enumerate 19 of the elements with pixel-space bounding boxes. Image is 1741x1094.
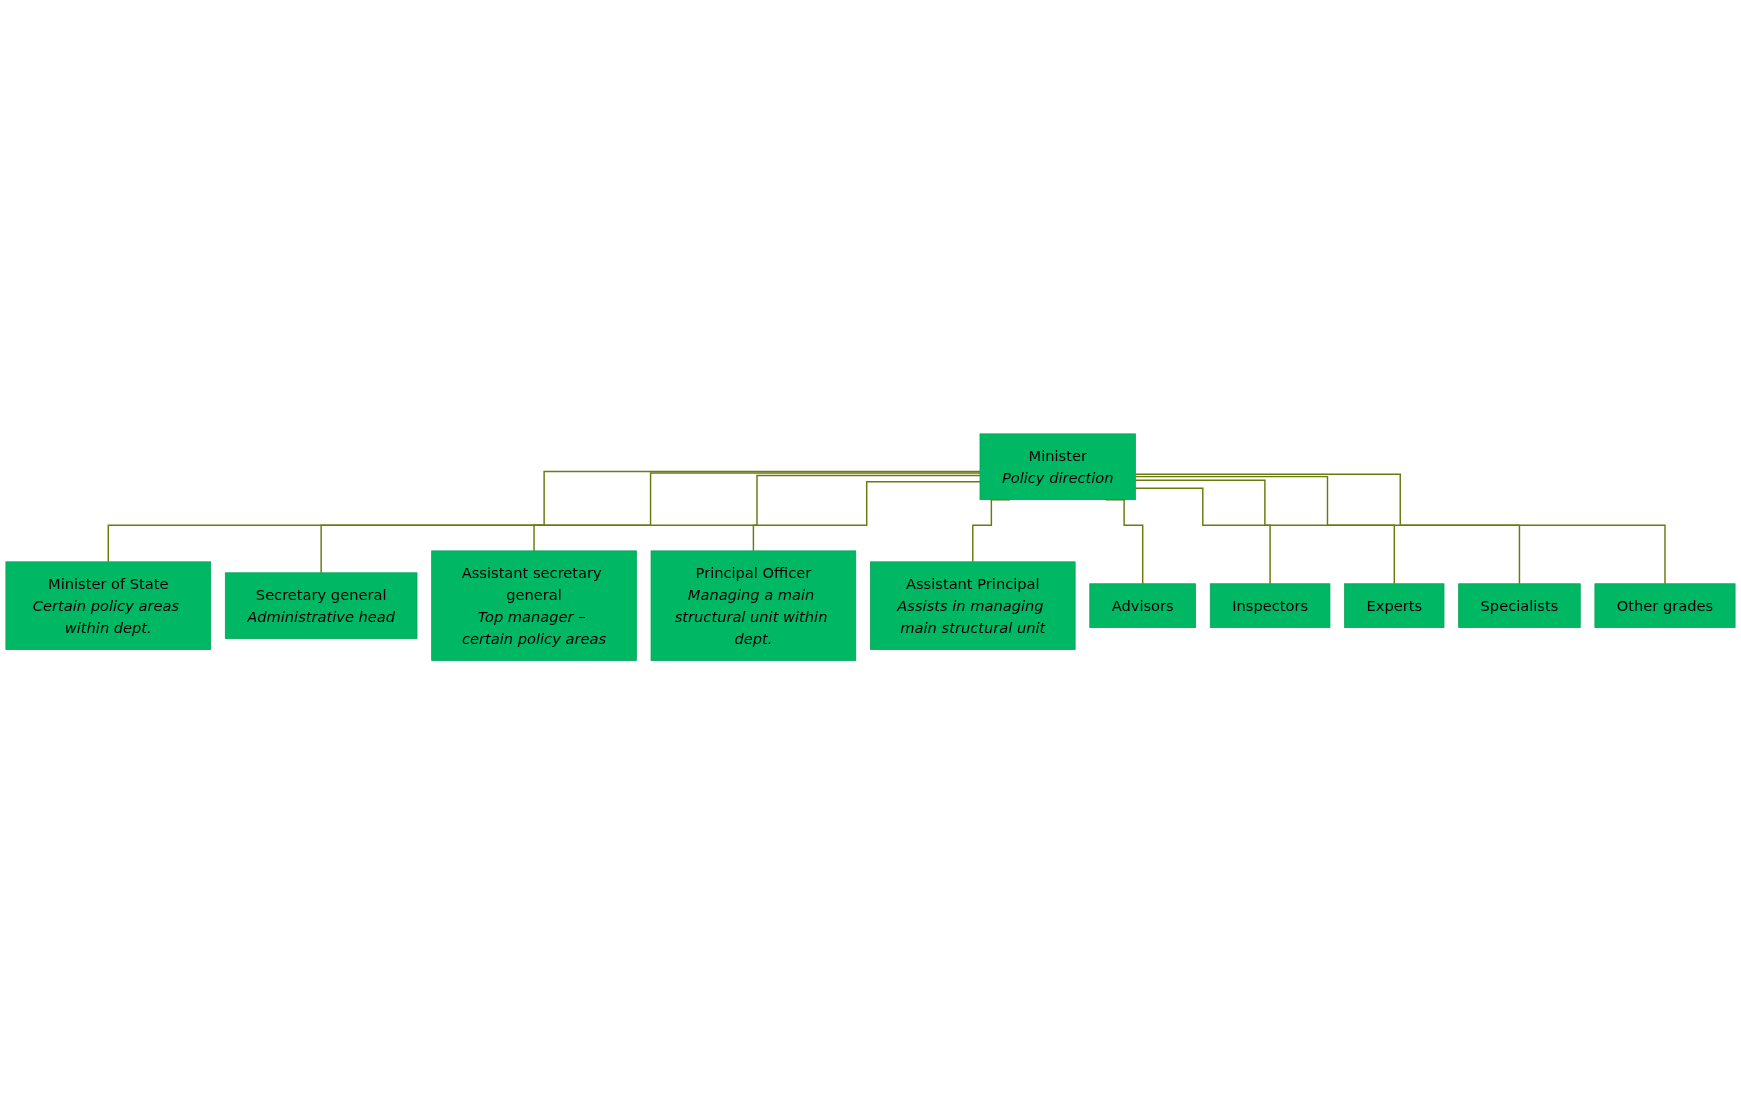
connector xyxy=(1134,487,1271,585)
connector xyxy=(1134,473,1666,585)
node-box: Minister of State Certain policy areas within dept. xyxy=(5,561,211,650)
connector xyxy=(752,480,981,552)
connector xyxy=(533,474,981,552)
node-box: Specialists xyxy=(1458,583,1581,628)
connector xyxy=(1134,479,1396,585)
node-box: Assistant Principal Assists in managing main structural unit xyxy=(870,561,1076,650)
connector xyxy=(1134,475,1521,585)
node-box: Principal Officer Managing a main structural unit within dept. xyxy=(650,550,857,661)
node-box: Experts xyxy=(1344,583,1445,628)
connector xyxy=(107,470,981,563)
node-box: Secretary general Administrative head xyxy=(224,572,418,639)
node-box: Advisors xyxy=(1089,583,1196,628)
connector xyxy=(320,472,981,574)
node-box: Inspectors xyxy=(1209,583,1331,628)
node-box: Minister Policy direction xyxy=(979,433,1136,500)
node-box: Other grades xyxy=(1594,583,1736,628)
node-box: Assistant secretary general Top manager – certain policy areas xyxy=(431,550,637,661)
